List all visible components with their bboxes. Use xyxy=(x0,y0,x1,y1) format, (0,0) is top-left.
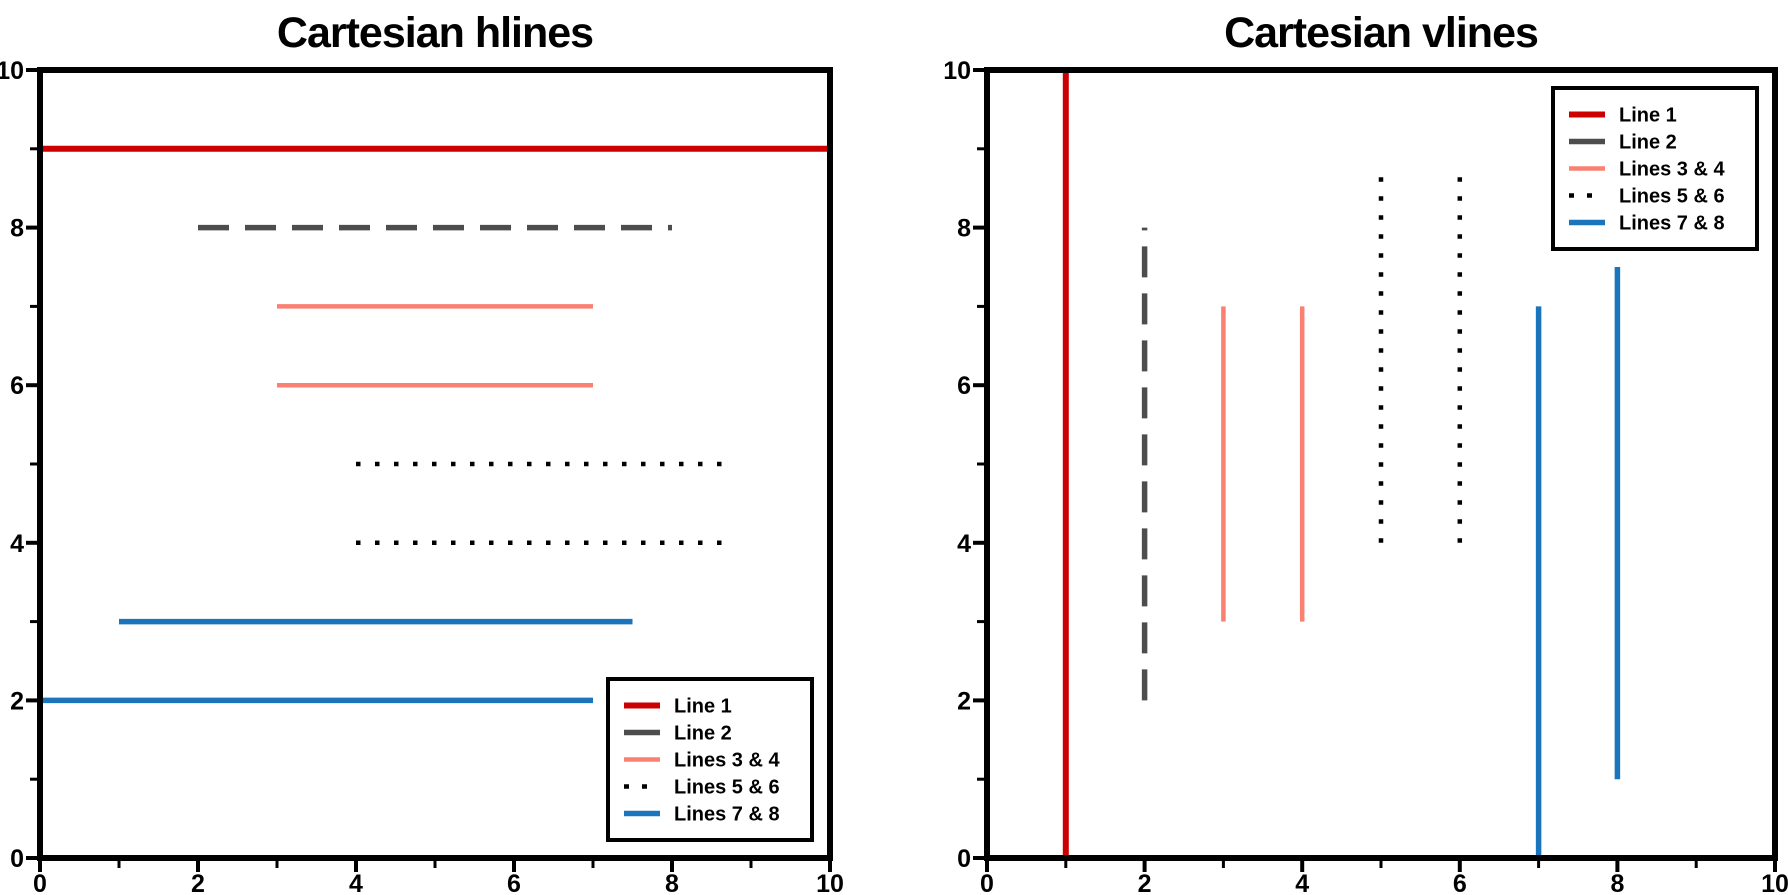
plot-border xyxy=(37,67,833,861)
legend-label: Lines 5 & 6 xyxy=(674,777,780,799)
y-tick-label: 2 xyxy=(957,687,971,715)
legend-label: Lines 7 & 8 xyxy=(1619,213,1725,235)
legend-label: Lines 3 & 4 xyxy=(1619,159,1725,181)
y-tick-label: 0 xyxy=(10,845,24,873)
x-tick-label: 8 xyxy=(1610,870,1624,895)
x-tick-label: 6 xyxy=(507,870,521,895)
x-tick-label: 0 xyxy=(980,870,994,895)
x-tick-label: 4 xyxy=(349,870,363,895)
x-tick-label: 4 xyxy=(1295,870,1309,895)
y-tick-label: 0 xyxy=(957,845,971,873)
x-tick-label: 6 xyxy=(1453,870,1467,895)
y-tick-label: 10 xyxy=(943,57,971,85)
legend: Line 1 Line 2 Lines 3 & 4 Lines 5 & 6 Lines … xyxy=(1551,86,1759,251)
y-tick-label: 2 xyxy=(10,687,24,715)
legend-label: Lines 5 & 6 xyxy=(1619,186,1725,208)
x-tick-label: 10 xyxy=(816,870,844,895)
y-tick-label: 8 xyxy=(957,215,971,243)
y-tick-label: 10 xyxy=(0,57,24,85)
plot-border xyxy=(984,67,1778,861)
chart-title-vlines: Cartesian vlines xyxy=(1224,9,1538,57)
y-tick-label: 8 xyxy=(10,215,24,243)
x-tick-label: 2 xyxy=(1138,870,1152,895)
legend-label: Line 2 xyxy=(674,723,732,745)
y-tick-label: 4 xyxy=(10,530,24,558)
legend-label: Line 2 xyxy=(1619,132,1677,154)
x-tick-label: 8 xyxy=(665,870,679,895)
legend-label: Line 1 xyxy=(1619,105,1677,127)
y-tick-label: 4 xyxy=(957,530,971,558)
x-tick-label: 2 xyxy=(191,870,205,895)
x-tick-label: 10 xyxy=(1761,870,1788,895)
y-tick-label: 6 xyxy=(10,372,24,400)
legend-label: Line 1 xyxy=(674,696,732,718)
chart-title-hlines: Cartesian hlines xyxy=(277,9,593,57)
legend-label: Lines 3 & 4 xyxy=(674,750,780,772)
legend-label: Lines 7 & 8 xyxy=(674,804,780,826)
y-tick-label: 6 xyxy=(957,372,971,400)
x-tick-label: 0 xyxy=(33,870,47,895)
legend: Line 1 Line 2 Lines 3 & 4 Lines 5 & 6 Lines … xyxy=(606,677,814,842)
